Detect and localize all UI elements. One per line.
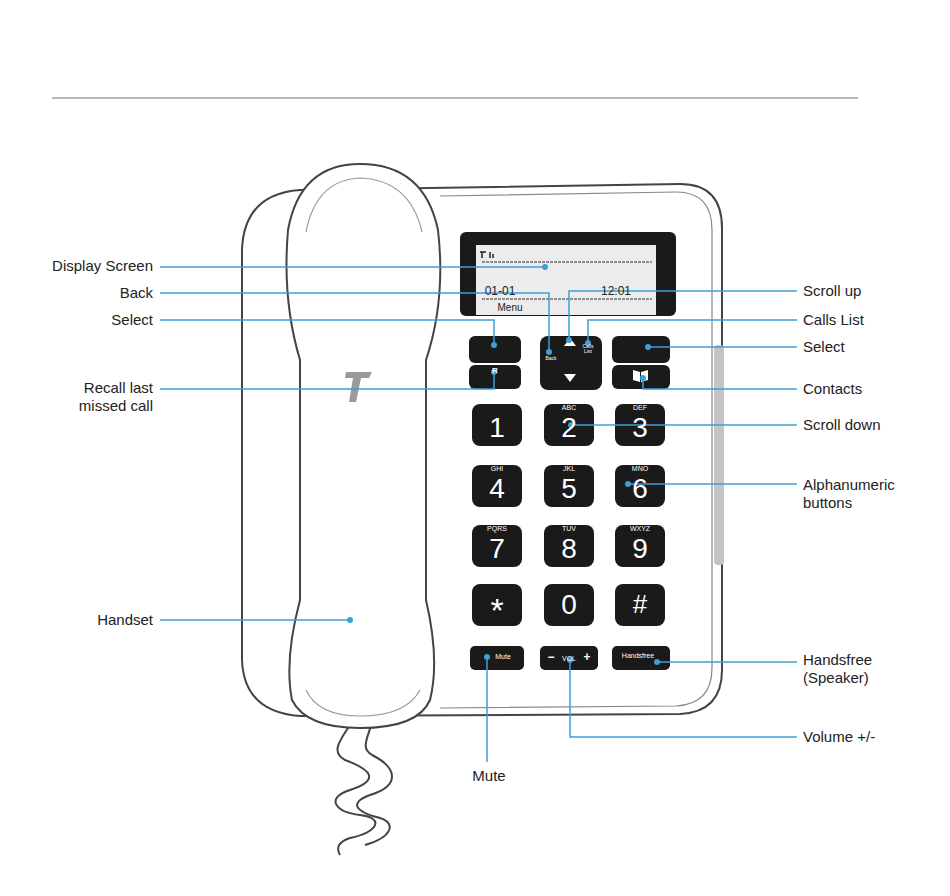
rule-line bbox=[52, 97, 858, 99]
cord bbox=[336, 722, 376, 855]
screen-softkey: Menu bbox=[497, 302, 522, 314]
key-digit: 8 bbox=[561, 532, 577, 566]
callout-label: Back bbox=[120, 284, 153, 302]
screen-date: 01-01 bbox=[485, 284, 516, 298]
callout-label: Calls List bbox=[803, 311, 864, 329]
key-digit: 0 bbox=[561, 588, 577, 622]
brand-logo bbox=[345, 372, 372, 402]
key-digit: 4 bbox=[489, 472, 505, 506]
key-letters: MNO bbox=[632, 465, 648, 472]
screen-divider bbox=[482, 299, 652, 300]
button-text: Handsfree bbox=[622, 652, 654, 659]
screen-divider bbox=[482, 262, 652, 263]
callout-label: Scroll up bbox=[803, 282, 861, 300]
handset bbox=[287, 164, 441, 728]
callout-label: Scroll down bbox=[803, 416, 881, 434]
key-letters: TUV bbox=[562, 525, 576, 532]
select-button bbox=[469, 336, 521, 363]
button-text: − bbox=[547, 650, 554, 664]
callout-label: Recall last missed call bbox=[43, 379, 153, 415]
callout-label: Volume +/- bbox=[803, 728, 875, 746]
callout-label: Select bbox=[111, 311, 153, 329]
key-digit: 2 bbox=[561, 411, 577, 445]
key-letters: GHI bbox=[491, 465, 503, 472]
callout-label: Select bbox=[803, 338, 845, 356]
callout-label: Display Screen bbox=[52, 257, 153, 275]
callout-label: Mute bbox=[472, 767, 505, 785]
book-icon bbox=[633, 370, 648, 382]
leader-lines bbox=[160, 267, 797, 762]
button-text: Calls List bbox=[581, 344, 595, 354]
signal-icon bbox=[490, 252, 493, 258]
button-text: + bbox=[583, 650, 590, 664]
button-text: Mute bbox=[495, 653, 511, 660]
up-arrow bbox=[564, 338, 576, 346]
key-digit: 9 bbox=[632, 532, 648, 566]
base-panel bbox=[440, 192, 712, 708]
down-arrow bbox=[564, 374, 576, 382]
key-digit: 6 bbox=[632, 472, 648, 506]
key-digit: 1 bbox=[489, 411, 505, 445]
key-letters: JKL bbox=[563, 465, 575, 472]
callout-label: Handset bbox=[97, 611, 153, 629]
key-letters: DEF bbox=[633, 404, 647, 411]
button-text: VOL bbox=[562, 655, 576, 662]
key-letters: WXYZ bbox=[630, 525, 650, 532]
display-screen bbox=[476, 245, 656, 315]
handset-edge bbox=[306, 690, 420, 716]
callout-label: Handsfree (Speaker) bbox=[803, 651, 903, 687]
signal-icon bbox=[480, 252, 486, 258]
handset-edge bbox=[306, 178, 422, 232]
recall-button bbox=[469, 365, 521, 389]
button-text: R bbox=[492, 367, 498, 375]
key-letters: PQRS bbox=[487, 525, 507, 532]
screen-time: 12:01 bbox=[601, 284, 631, 298]
keypad bbox=[470, 404, 670, 670]
key-symbol: * bbox=[490, 590, 503, 631]
leader-dots bbox=[347, 264, 660, 665]
callout-label: Contacts bbox=[803, 380, 862, 398]
side-grip bbox=[714, 345, 724, 565]
button-text: Back bbox=[545, 356, 556, 361]
key-letters: ABC bbox=[562, 404, 576, 411]
screen-bezel bbox=[460, 232, 676, 316]
select-button bbox=[612, 336, 670, 363]
contacts-button bbox=[612, 365, 670, 389]
cord bbox=[357, 722, 392, 845]
key-digit: 7 bbox=[489, 532, 505, 566]
key-digit: 5 bbox=[561, 472, 577, 506]
callout-label: Alphanumeric buttons bbox=[803, 476, 923, 512]
key-digit: 3 bbox=[632, 411, 648, 445]
key-symbol: # bbox=[633, 589, 647, 620]
